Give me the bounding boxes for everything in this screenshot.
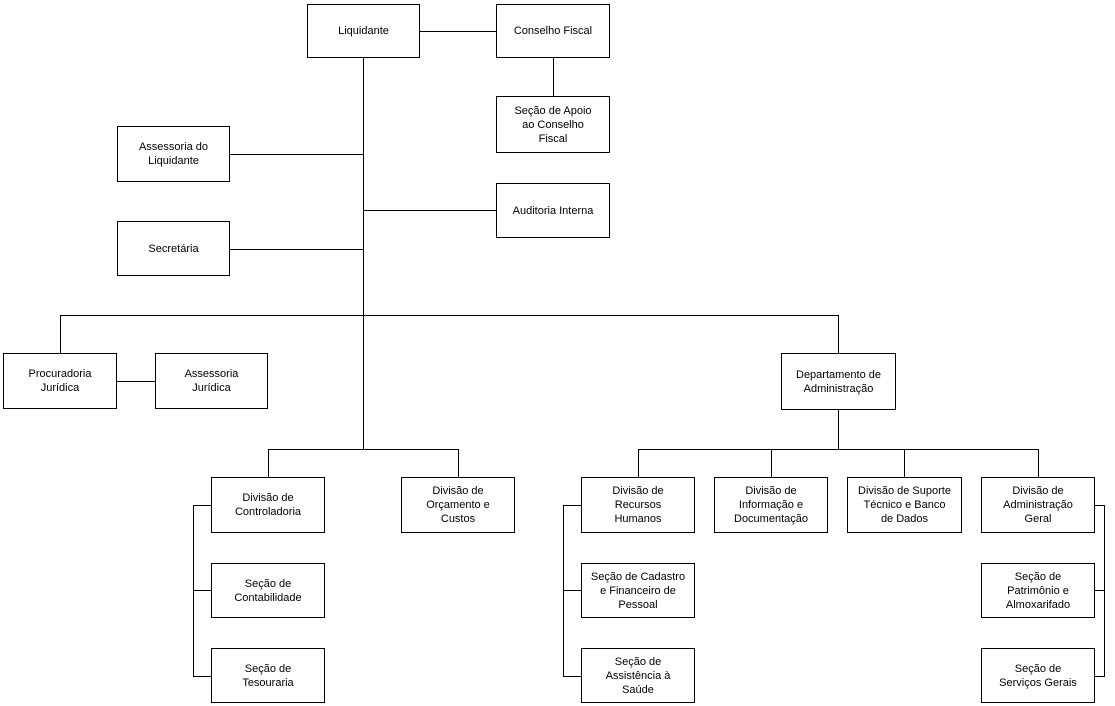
node-label: Seção de Tesouraria (242, 662, 294, 689)
node-secao-de-assistencia-a-saude: Seção de Assistência à Saúde (581, 648, 695, 703)
connector-line-horizontal (193, 505, 211, 506)
node-secao-de-apoio-ao-conselho-fiscal: Seção de Apoio ao Conselho Fiscal (496, 96, 610, 153)
connector-line-vertical (771, 449, 772, 477)
node-label: Divisão de Orçamento e Custos (426, 485, 490, 525)
node-label: Auditoria Interna (512, 204, 594, 217)
connector-line-horizontal (268, 449, 458, 450)
connector-line-vertical (1038, 449, 1039, 477)
connector-line-vertical (838, 410, 839, 449)
node-divisao-de-suporte-tecnico-e-banco-de-dados: Divisão de Suporte Técnico e Banco de Da… (847, 477, 962, 533)
node-label: Seção de Cadastro e Financeiro de Pessoa… (590, 570, 686, 611)
node-secao-de-servicos-gerais: Seção de Serviços Gerais (981, 648, 1095, 703)
node-secao-de-tesouraria: Seção de Tesouraria (211, 648, 325, 703)
connector-line-vertical (458, 449, 459, 477)
connector-line-horizontal (563, 505, 581, 506)
node-label: Assessoria Jurídica (184, 368, 239, 394)
connector-line-horizontal (60, 315, 838, 316)
connector-line-horizontal (1095, 590, 1104, 591)
node-secao-de-contabilidade: Seção de Contabilidade (211, 563, 325, 618)
node-label: Divisão de Informação e Documentação (734, 485, 808, 525)
connector-line-horizontal (563, 590, 581, 591)
node-label: Departamento de Administração (796, 368, 881, 395)
node-divisao-de-controladoria: Divisão de Controladoria (211, 477, 325, 533)
node-label: Divisão de Controladoria (234, 492, 302, 518)
connector-line-horizontal (230, 249, 363, 250)
node-label: Liquidante (338, 25, 389, 37)
node-label: Secretária (148, 242, 199, 255)
connector-line-vertical (1104, 505, 1105, 677)
node-auditoria-interna: Auditoria Interna (496, 183, 610, 238)
node-label: Assessoria do Liquidante (138, 141, 209, 167)
node-label: Divisão de Administração Geral (1003, 485, 1073, 525)
connector-line-horizontal (117, 381, 155, 382)
node-secretaria: Secretária (117, 221, 230, 276)
node-assessoria-do-liquidante: Assessoria do Liquidante (117, 126, 230, 182)
connector-line-horizontal (420, 31, 496, 32)
node-departamento-de-administracao: Departamento de Administração (781, 353, 896, 410)
connector-line-horizontal (563, 676, 581, 677)
node-secao-de-cadastro-e-financeiro-de-pessoal: Seção de Cadastro e Financeiro de Pessoa… (581, 563, 695, 618)
node-label: Procuradoria Jurídica (28, 368, 92, 394)
connector-line-horizontal (363, 210, 496, 211)
node-secao-de-patrimonio-e-almoxarifado: Seção de Patrimônio e Almoxarifado (981, 563, 1095, 618)
connector-line-horizontal (638, 449, 1038, 450)
connector-line-horizontal (230, 154, 363, 155)
connector-line-vertical (553, 58, 554, 96)
node-label: Divisão de Recursos Humanos (612, 485, 664, 525)
node-label: Seção de Patrimônio e Almoxarifado (1005, 570, 1071, 611)
connector-line-vertical (904, 449, 905, 477)
node-divisao-de-recursos-humanos: Divisão de Recursos Humanos (581, 477, 695, 533)
node-label: Conselho Fiscal (513, 25, 593, 37)
connector-line-horizontal (1095, 505, 1104, 506)
node-label: Seção de Assistência à Saúde (605, 655, 671, 696)
connector-line-horizontal (193, 676, 211, 677)
node-assessoria-juridica: Assessoria Jurídica (155, 353, 268, 409)
node-label: Seção de Serviços Gerais (999, 662, 1077, 689)
connector-line-horizontal (193, 590, 211, 591)
node-label: Seção de Contabilidade (234, 577, 302, 604)
connector-line-horizontal (1095, 676, 1104, 677)
connector-line-vertical (838, 315, 839, 353)
node-label: Seção de Apoio ao Conselho Fiscal (514, 104, 592, 145)
node-conselho-fiscal: Conselho Fiscal (496, 4, 610, 58)
node-liquidante: Liquidante (307, 4, 420, 58)
node-divisao-de-administracao-geral: Divisão de Administração Geral (981, 477, 1095, 533)
connector-line-vertical (638, 449, 639, 477)
connector-line-vertical (563, 505, 564, 677)
node-label: Divisão de Suporte Técnico e Banco de Da… (858, 485, 951, 525)
node-procuradoria-juridica: Procuradoria Jurídica (3, 353, 117, 409)
connector-line-vertical (193, 505, 194, 677)
connector-line-vertical (363, 58, 364, 449)
node-divisao-de-orcamento-e-custos: Divisão de Orçamento e Custos (401, 477, 515, 533)
connector-line-vertical (268, 449, 269, 477)
node-divisao-de-informacao-e-documentacao: Divisão de Informação e Documentação (714, 477, 828, 533)
connector-line-vertical (60, 315, 61, 353)
